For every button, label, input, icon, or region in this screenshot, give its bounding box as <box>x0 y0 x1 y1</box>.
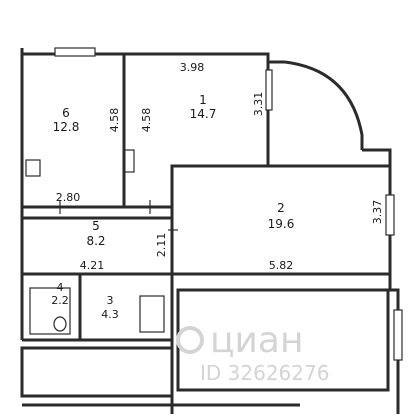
room-2-area: 19.6 <box>268 217 295 231</box>
room-5-number: 5 <box>92 219 100 233</box>
dim-room6-bottom: 2.80 <box>56 191 81 204</box>
windows <box>54 47 403 361</box>
room-3-area: 4.3 <box>101 308 119 321</box>
bathtub <box>139 295 165 333</box>
room-6-number: 6 <box>62 106 70 120</box>
watermark: циан ID 32626276 <box>176 320 329 385</box>
dim-room2-right: 3.37 <box>371 200 384 225</box>
room-6-area: 12.8 <box>53 120 80 134</box>
watermark-brand: циан <box>210 320 304 361</box>
dim-room5-bottom: 4.21 <box>80 259 105 272</box>
dim-top-width: 3.98 <box>180 61 205 74</box>
dim-room2-bottom: 5.82 <box>269 259 294 272</box>
lower-room <box>20 346 174 398</box>
window-top <box>54 47 96 57</box>
dimension-labels: 3.98 4.58 4.58 3.31 2.80 3.37 2.11 4.21 … <box>56 61 384 272</box>
radiator-room6 <box>123 149 135 173</box>
room-4-number: 4 <box>57 281 64 294</box>
fixtures <box>25 149 178 335</box>
watermark-logo-icon <box>176 326 204 354</box>
kitchen-cross <box>25 159 41 177</box>
watermark-id: ID 32626276 <box>200 361 329 385</box>
wall-room2-top <box>170 164 390 207</box>
bay-window-arc <box>284 60 364 150</box>
window-right-loggia <box>393 309 403 361</box>
room-5-area: 8.2 <box>86 234 105 248</box>
dim-room5-right: 2.11 <box>155 233 168 258</box>
toilet <box>29 287 71 335</box>
window-right-room1 <box>265 69 273 111</box>
window-right-room2 <box>385 194 395 236</box>
room-labels: 6 12.8 1 14.7 2 19.6 5 8.2 4 2.2 3 4.3 <box>51 93 294 321</box>
outer-wall-right <box>362 148 400 414</box>
room-3-number: 3 <box>107 294 114 307</box>
room-4-area: 2.2 <box>51 294 69 307</box>
dim-room6-height: 4.58 <box>108 108 121 133</box>
room-1-number: 1 <box>199 93 207 107</box>
outer-wall-top <box>20 48 285 64</box>
dim-room1-right: 3.31 <box>252 92 265 117</box>
room-2-number: 2 <box>277 201 285 215</box>
room-1-area: 14.7 <box>190 107 217 121</box>
dim-room1-height: 4.58 <box>140 108 153 133</box>
toilet-bowl <box>53 316 67 332</box>
